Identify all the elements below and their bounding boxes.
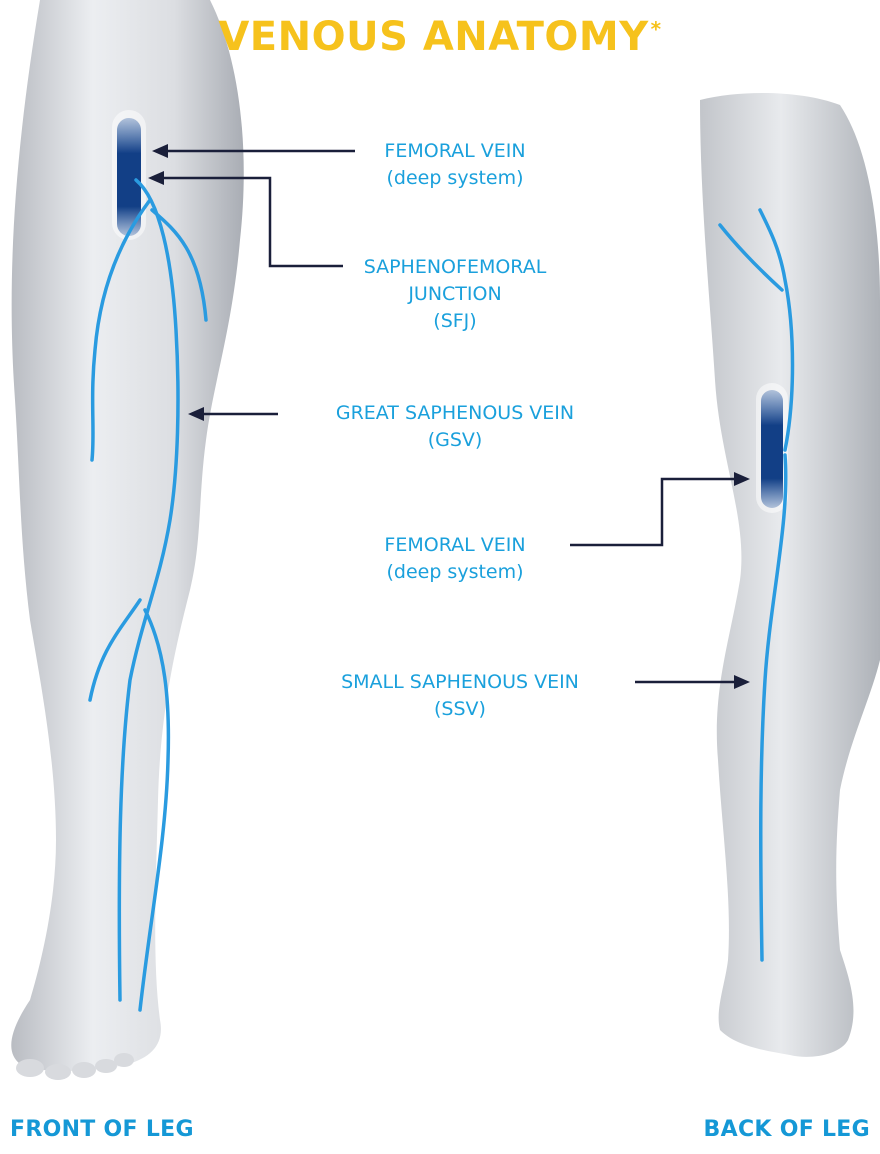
- label-great-saphenous-vein: GREAT SAPHENOUS VEIN (GSV): [290, 400, 620, 454]
- label-femoral-vein-back: FEMORAL VEIN (deep system): [345, 532, 565, 586]
- arrow-femoral-back: [570, 479, 735, 545]
- back-leg-shape: [700, 93, 880, 1057]
- page-title: VENOUS ANATOMY*: [0, 14, 880, 60]
- caption-back-of-leg: BACK OF LEG: [704, 1117, 870, 1142]
- title-footnote-mark: *: [651, 17, 662, 41]
- label-femoral-vein-front: FEMORAL VEIN (deep system): [330, 138, 580, 192]
- label-saphenofemoral-junction: SAPHENOFEMORAL JUNCTION (SFJ): [330, 254, 580, 335]
- label-small-saphenous-vein: SMALL SAPHENOUS VEIN (SSV): [290, 669, 630, 723]
- caption-front-of-leg: FRONT OF LEG: [10, 1117, 194, 1142]
